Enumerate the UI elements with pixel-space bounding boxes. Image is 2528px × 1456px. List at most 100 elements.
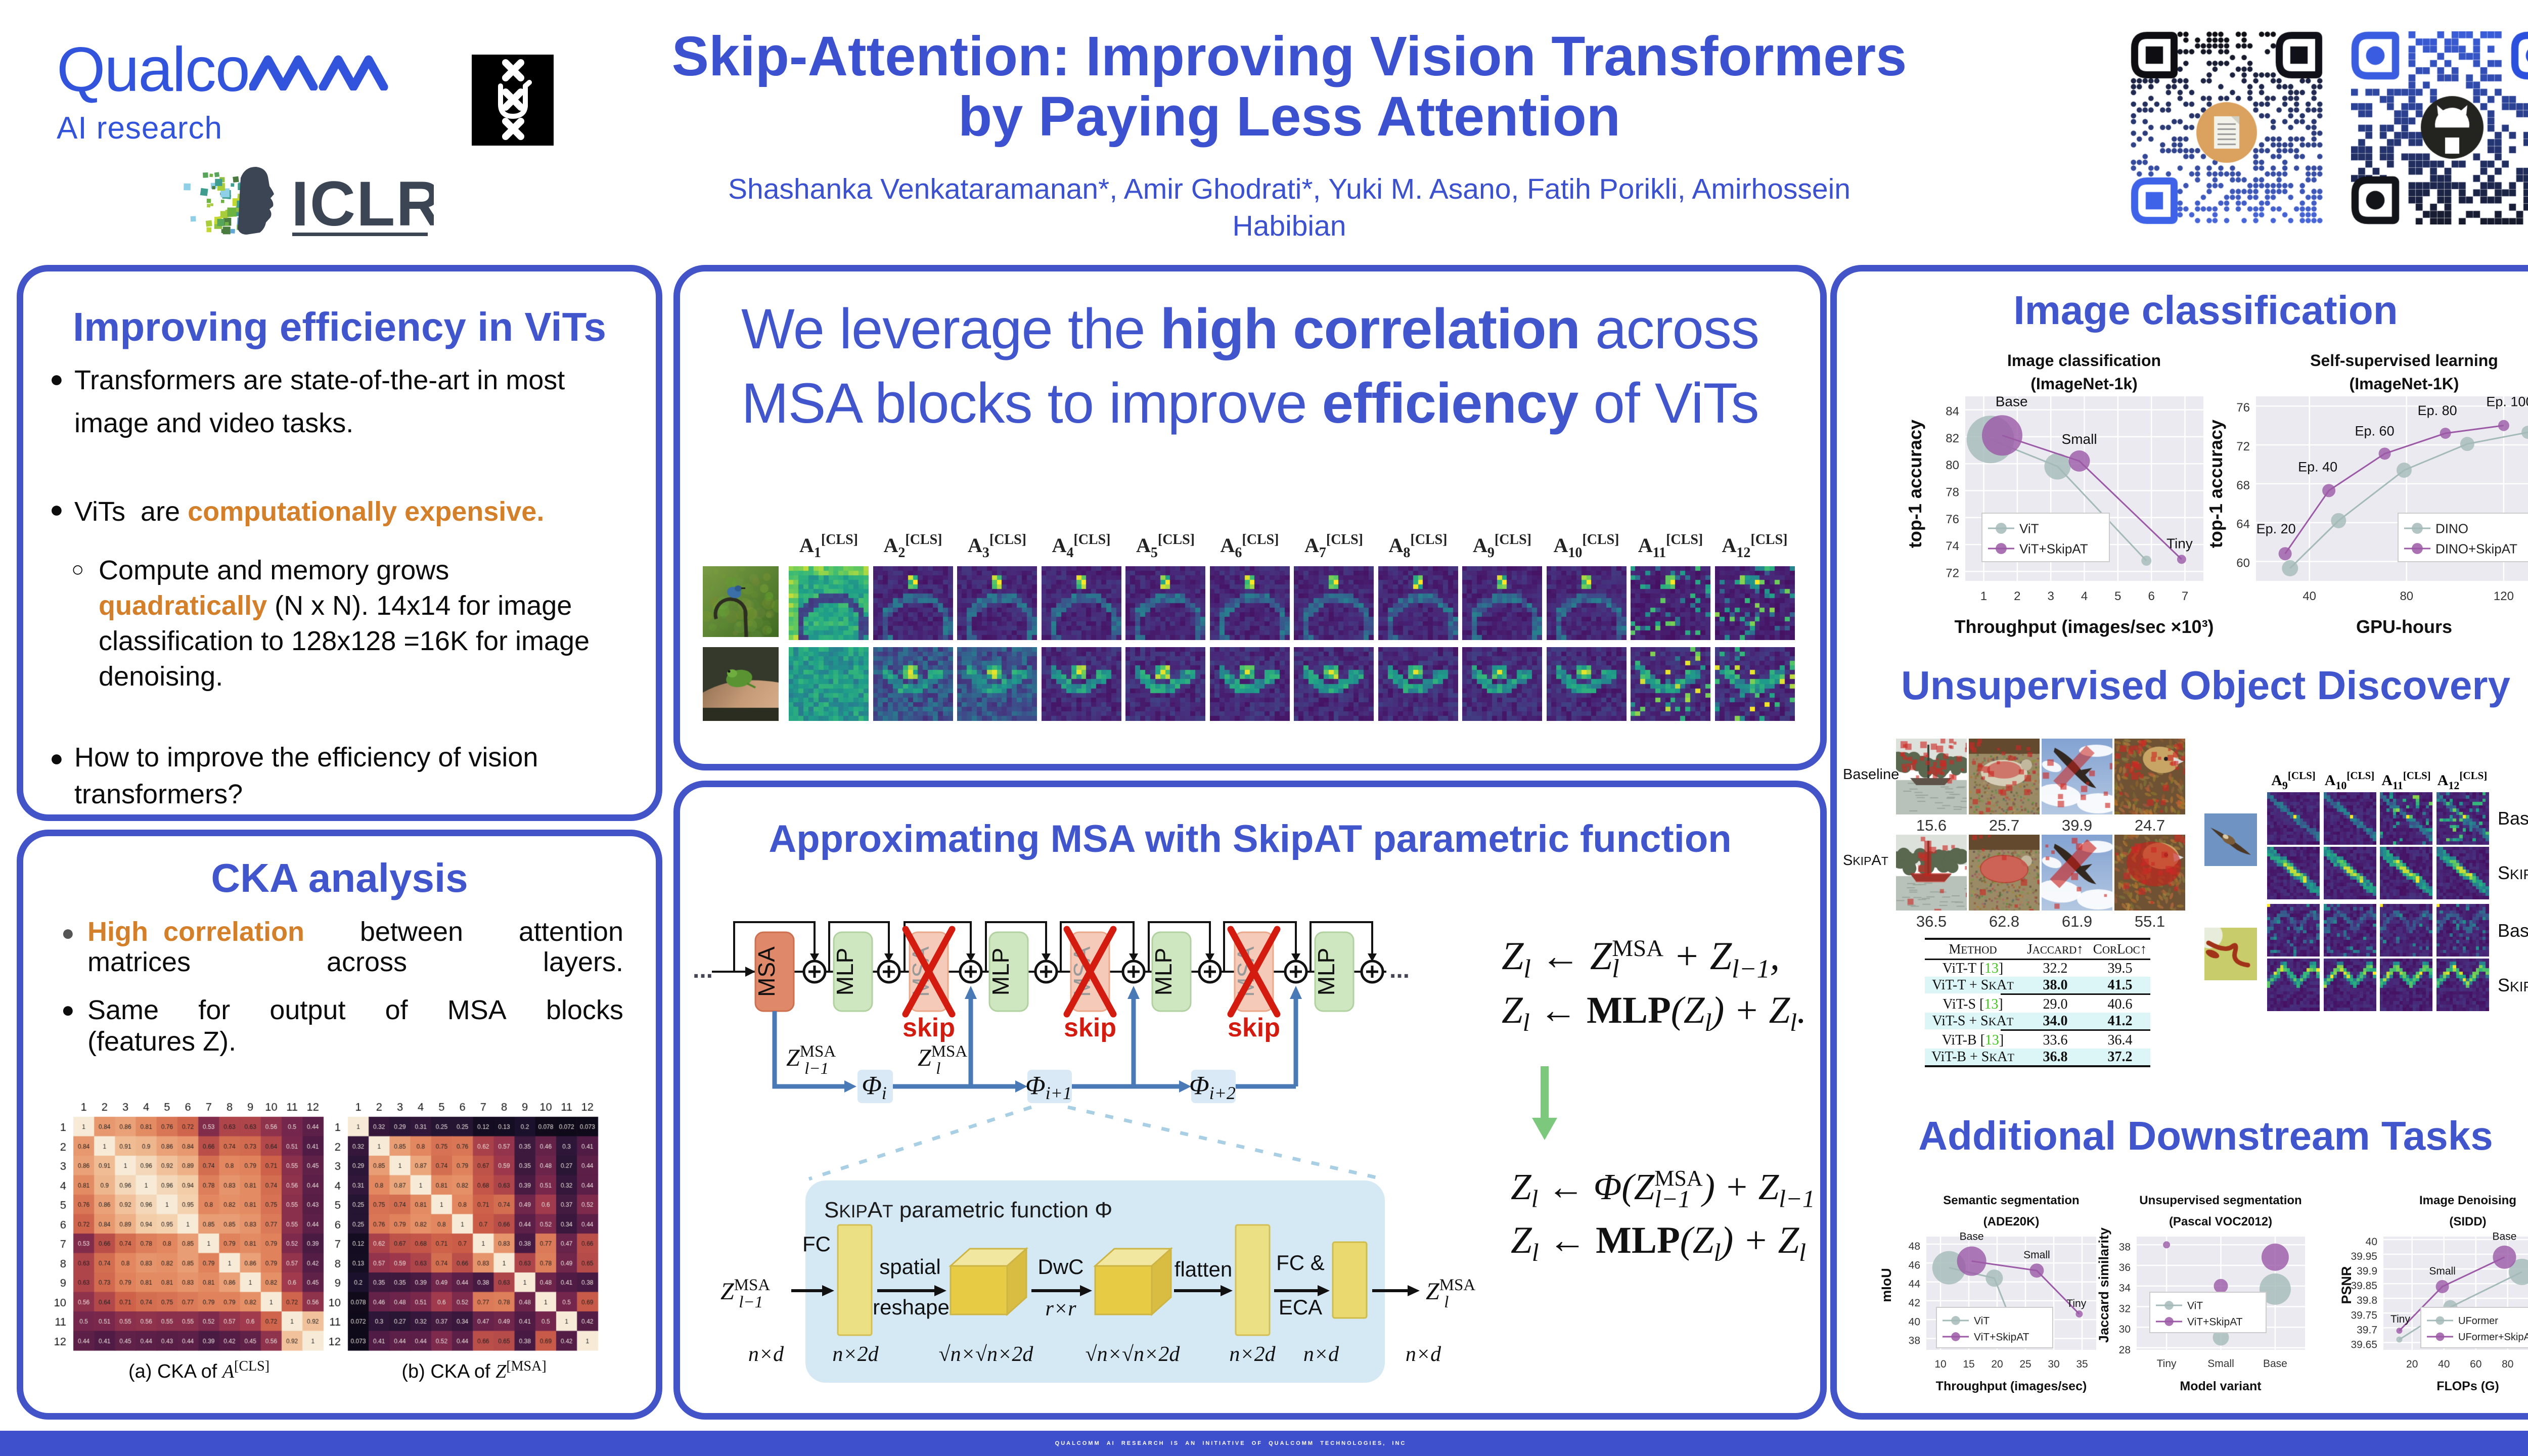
svg-text:top-1 accuracy: top-1 accuracy xyxy=(2205,420,2226,548)
svg-text:DwC: DwC xyxy=(1038,1255,1084,1279)
svg-text:60: 60 xyxy=(2236,557,2250,570)
svg-text:82: 82 xyxy=(1946,432,1959,445)
svg-text:DINO: DINO xyxy=(2435,521,2468,536)
svg-text:28: 28 xyxy=(2119,1344,2131,1356)
svg-text:Small: Small xyxy=(2207,1358,2234,1370)
svg-text:MLP: MLP xyxy=(987,948,1014,996)
svg-text:39.8: 39.8 xyxy=(2357,1295,2377,1306)
svg-text:30: 30 xyxy=(2119,1324,2131,1335)
svg-text:MSA: MSA xyxy=(753,946,780,997)
svg-text:Tiny: Tiny xyxy=(2157,1358,2177,1370)
svg-text:72: 72 xyxy=(1946,566,1959,580)
svg-text:Base: Base xyxy=(1960,1231,1984,1243)
svg-text:Ep. 60: Ep. 60 xyxy=(2355,423,2395,438)
svg-text:42: 42 xyxy=(1909,1297,1920,1309)
svg-text:1: 1 xyxy=(1980,589,1987,603)
svg-text:top-1 accuracy: top-1 accuracy xyxy=(1905,420,1925,548)
svg-text:5: 5 xyxy=(2114,589,2121,603)
svg-text:38: 38 xyxy=(1909,1335,1920,1347)
svg-text:ViT+SkipAT: ViT+SkipAT xyxy=(2019,541,2088,556)
svg-text:80: 80 xyxy=(2400,589,2413,603)
svg-text:20: 20 xyxy=(2406,1358,2418,1370)
svg-text:40: 40 xyxy=(2303,589,2316,603)
svg-text:UFormer+SkipAT: UFormer+SkipAT xyxy=(2458,1332,2528,1343)
svg-text:25: 25 xyxy=(2019,1358,2031,1370)
svg-text:ECA: ECA xyxy=(1279,1295,1322,1319)
svg-text:Image Denoising: Image Denoising xyxy=(2419,1194,2516,1207)
svg-text:n×d: n×d xyxy=(1406,1343,1441,1366)
svg-text:3: 3 xyxy=(2047,589,2054,603)
svg-text:10: 10 xyxy=(1934,1358,1946,1370)
svg-text:39.65: 39.65 xyxy=(2351,1339,2377,1350)
svg-text:(ADE20K): (ADE20K) xyxy=(1983,1215,2040,1228)
svg-text:15: 15 xyxy=(1963,1358,1974,1370)
svg-text:35: 35 xyxy=(2076,1358,2088,1370)
svg-text:FLOPs (G): FLOPs (G) xyxy=(2436,1379,2499,1393)
svg-text:Small: Small xyxy=(2062,431,2097,447)
svg-text:flatten: flatten xyxy=(1175,1257,1232,1281)
svg-text:ViT: ViT xyxy=(2019,521,2039,536)
svg-text:39.95: 39.95 xyxy=(2351,1251,2377,1262)
svg-text:(Pascal VOC2012): (Pascal VOC2012) xyxy=(2169,1215,2272,1228)
svg-text:64: 64 xyxy=(2236,518,2250,531)
svg-text:reshape: reshape xyxy=(873,1295,950,1319)
svg-text:39.85: 39.85 xyxy=(2351,1280,2377,1292)
svg-text:Ep. 20: Ep. 20 xyxy=(2256,521,2296,536)
svg-text:6: 6 xyxy=(2148,589,2154,603)
svg-text:Model variant: Model variant xyxy=(2180,1379,2262,1393)
svg-text:20: 20 xyxy=(1991,1358,2003,1370)
svg-text:44: 44 xyxy=(1909,1279,1921,1290)
svg-text:2: 2 xyxy=(2014,589,2020,603)
svg-text:(ImageNet-1K): (ImageNet-1K) xyxy=(2350,375,2459,393)
svg-text:MLP: MLP xyxy=(1150,948,1177,996)
svg-text:mIoU: mIoU xyxy=(1879,1268,1894,1302)
svg-text:n×2d: n×2d xyxy=(1229,1343,1276,1366)
svg-text:Tiny: Tiny xyxy=(2390,1313,2410,1325)
svg-text:Φi+2: Φi+2 xyxy=(1189,1071,1236,1103)
svg-text:76: 76 xyxy=(1946,513,1959,526)
svg-text:Unsupervised segmentation: Unsupervised segmentation xyxy=(2139,1194,2301,1207)
svg-text:Ep. 40: Ep. 40 xyxy=(2298,459,2337,474)
svg-text:Tiny: Tiny xyxy=(2166,535,2193,551)
svg-text:skip: skip xyxy=(902,1013,955,1042)
svg-text:(SIDD): (SIDD) xyxy=(2449,1215,2486,1228)
svg-text:84: 84 xyxy=(1946,405,1959,419)
svg-text:60: 60 xyxy=(2470,1358,2481,1370)
svg-text:38: 38 xyxy=(2119,1241,2131,1253)
svg-text:36: 36 xyxy=(2119,1262,2131,1273)
svg-text:Throughput (images/sec): Throughput (images/sec) xyxy=(1936,1379,2087,1393)
svg-text:72: 72 xyxy=(2236,440,2250,453)
svg-text:Throughput (images/sec ×10³): Throughput (images/sec ×10³) xyxy=(1954,616,2214,637)
svg-text:Small: Small xyxy=(2023,1249,2050,1261)
svg-text:68: 68 xyxy=(2236,479,2250,492)
svg-text:4: 4 xyxy=(2081,589,2088,603)
svg-text:MLP: MLP xyxy=(1313,948,1339,996)
svg-text:n×d: n×d xyxy=(748,1343,784,1366)
svg-text:39.7: 39.7 xyxy=(2357,1324,2377,1336)
svg-text:74: 74 xyxy=(1946,539,1959,553)
svg-text:78: 78 xyxy=(1946,485,1959,499)
svg-text:ViT: ViT xyxy=(1974,1315,1990,1327)
svg-text:PSNR: PSNR xyxy=(2339,1266,2354,1304)
svg-text:76: 76 xyxy=(2236,401,2250,415)
svg-text:skip: skip xyxy=(1064,1013,1116,1042)
svg-text:7: 7 xyxy=(2182,589,2188,603)
svg-text:40: 40 xyxy=(2438,1358,2450,1370)
svg-text:ViT: ViT xyxy=(2187,1300,2203,1312)
svg-text:ICLR: ICLR xyxy=(291,169,434,239)
svg-text:120: 120 xyxy=(2494,589,2514,603)
svg-text:40: 40 xyxy=(2366,1236,2377,1248)
svg-text:spatial: spatial xyxy=(879,1255,940,1279)
svg-text:Tiny: Tiny xyxy=(2066,1298,2086,1309)
svg-text:GPU-hours: GPU-hours xyxy=(2356,616,2452,637)
svg-text:48: 48 xyxy=(1909,1241,1920,1252)
svg-text:30: 30 xyxy=(2048,1358,2059,1370)
svg-text:46: 46 xyxy=(1909,1259,1920,1271)
svg-text:Ep. 100: Ep. 100 xyxy=(2486,394,2528,410)
svg-text:MLP: MLP xyxy=(832,948,858,996)
svg-text:√n×√n×2d: √n×√n×2d xyxy=(1086,1343,1181,1366)
svg-text:skip: skip xyxy=(1228,1013,1280,1042)
svg-text:Base: Base xyxy=(1996,393,2028,409)
